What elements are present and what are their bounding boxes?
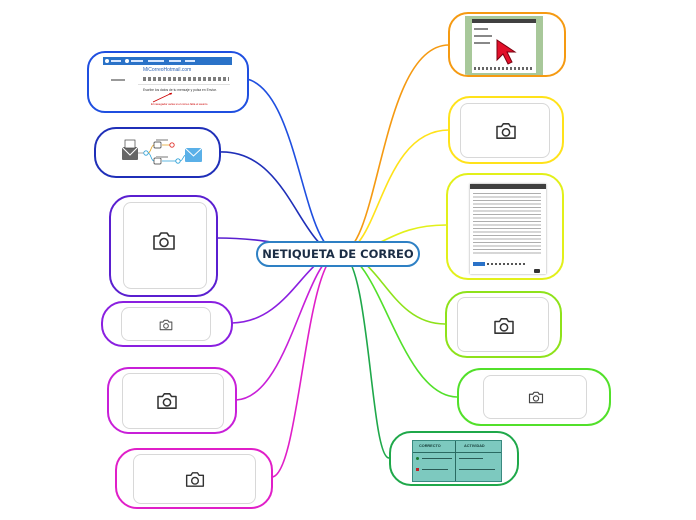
document-footer-icons <box>487 263 527 265</box>
document-text-lines <box>473 193 541 255</box>
hand-icon <box>153 141 162 165</box>
table-header-left: CORRECTO <box>419 444 441 448</box>
formatting-toolbar <box>143 77 229 81</box>
topic-image-placeholder[interactable] <box>115 448 273 509</box>
image-frame <box>483 375 587 419</box>
toolbar-label-bar <box>169 60 181 62</box>
email-flow-diagram <box>121 139 203 165</box>
recipient-envelope-icon <box>184 147 203 162</box>
topic-image-placeholder[interactable] <box>101 301 233 347</box>
connector-right-image-5 <box>339 252 458 398</box>
camera-icon <box>157 393 177 409</box>
table-row-text <box>459 458 483 459</box>
correct-check-icon <box>416 457 419 460</box>
connector-right-image-1 <box>339 44 450 254</box>
compose-field-line <box>474 42 490 44</box>
image-frame <box>122 373 224 429</box>
camera-icon <box>496 123 516 139</box>
image-frame <box>133 454 256 504</box>
email-body-text: Escribe los datos de tu mensaje y pulsa … <box>143 88 217 92</box>
sender-envelope-icon <box>121 139 139 160</box>
connector-right-image-6 <box>339 252 390 459</box>
table-row-text <box>422 458 452 459</box>
table-image: CORRECTO ACTIVIDAD <box>412 440 502 482</box>
cursor-arrow-icon <box>496 39 517 65</box>
compose-bottom-toolbar <box>474 67 534 70</box>
table-row-text <box>422 469 448 470</box>
camera-icon <box>185 472 205 487</box>
home-icon <box>105 59 109 63</box>
toolbar-label-bar <box>148 60 164 62</box>
table-row-text <box>459 469 495 470</box>
document-title-bar <box>470 184 546 189</box>
connector-email-screenshot <box>237 77 341 254</box>
compose-field-label <box>111 79 125 81</box>
compose-window-image <box>465 16 543 75</box>
topic-image-placeholder[interactable] <box>445 291 562 358</box>
camera-icon <box>159 319 173 331</box>
email-logo-text: MiCorreoHotmail.com <box>143 67 192 73</box>
topic-email-screenshot[interactable]: MiCorreoHotmail.com Escribe los datos de… <box>87 51 249 113</box>
email-toolbar <box>103 57 232 65</box>
document-footer-toolbar <box>473 262 485 266</box>
topic-compose-screenshot[interactable] <box>448 12 566 77</box>
topic-email-document[interactable] <box>446 173 564 280</box>
central-topic[interactable]: NETIQUETA DE CORREO <box>256 241 420 267</box>
compose-field-line <box>474 35 492 37</box>
table-column-divider <box>455 441 456 481</box>
incorrect-cross-icon <box>416 468 419 471</box>
topic-image-placeholder[interactable] <box>109 195 218 297</box>
connector-left-image-3 <box>235 252 341 401</box>
toolbar-label-bar <box>131 60 143 62</box>
image-frame <box>123 202 207 289</box>
topic-image-placeholder[interactable] <box>457 368 611 426</box>
annotation-arrow <box>152 92 173 103</box>
topic-table-thumbnail[interactable]: CORRECTO ACTIVIDAD <box>389 431 519 486</box>
camera-icon <box>153 232 175 250</box>
topic-image-placeholder[interactable] <box>448 96 564 164</box>
camera-icon <box>494 318 514 334</box>
document-brand-icon <box>534 269 540 273</box>
toolbar-label-bar <box>111 60 121 62</box>
email-screenshot-image: MiCorreoHotmail.com Escribe los datos de… <box>103 57 232 109</box>
email-document-image <box>470 184 546 274</box>
image-frame <box>460 103 550 158</box>
camera-icon <box>528 391 544 404</box>
toolbar-label-bar <box>185 60 195 62</box>
table-header-divider <box>413 452 501 453</box>
table-header-right: ACTIVIDAD <box>464 444 485 448</box>
compose-divider <box>138 84 230 85</box>
mail-icon <box>125 59 129 63</box>
connector-left-image-4 <box>271 252 341 478</box>
compose-title-bar <box>472 19 536 23</box>
topic-image-placeholder[interactable] <box>107 367 237 434</box>
topic-email-diagram[interactable] <box>94 127 221 178</box>
annotation-note: El navegador avisa si el correo falta el… <box>151 102 208 106</box>
connector-right-image-2 <box>339 129 450 254</box>
compose-field-line <box>474 28 488 30</box>
